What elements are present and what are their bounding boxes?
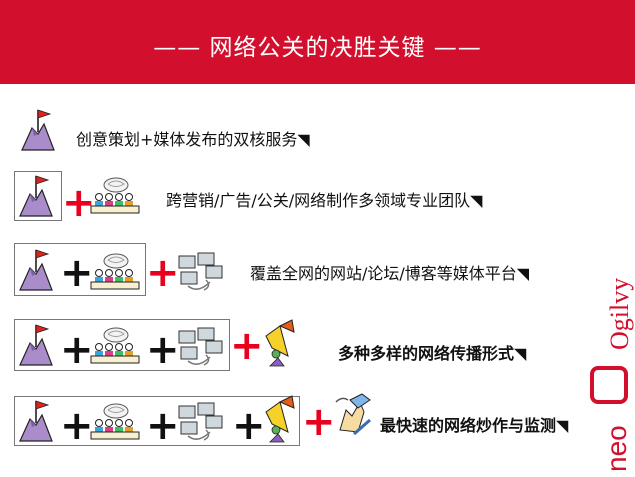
meeting-team-icon [90,177,140,214]
neo-wordmark: neo [601,425,632,472]
row-1-label: 创意策划+媒体发布的双核服务◥ [76,130,310,149]
row-5-frame [14,396,300,446]
row-2-label: 跨营销/广告/公关/网络制作多领域专业团队◥ [166,191,483,210]
plus-sign: + [60,327,94,373]
meeting-team-icon [90,253,140,290]
mountain-flag-icon [19,400,53,442]
plus-sign: + [232,403,266,449]
mountain-flag-icon [21,109,55,151]
mountain-flag-icon [19,324,53,366]
meeting-team-icon [90,327,140,364]
plus-sign: + [60,250,94,296]
neo-ogilvy-logo: Ogilvy neo [590,278,634,472]
mountain-flag-icon [19,249,53,291]
megaphone-icon [265,319,295,367]
row-4-label: 多种多样的网络传播形式◥ [338,344,527,363]
plus-sign: + [146,327,180,373]
network-computers-icon [178,252,223,291]
hand-signal-icon [334,392,372,436]
row-5-label: 最快速的网络炒作与监测◥ [380,416,569,435]
logo-box [590,366,628,404]
plus-sign: + [62,180,96,226]
row-3-label: 覆盖全网的网站/论坛/博客等媒体平台◥ [250,264,530,283]
slide-title: —— 网络公关的决胜关键 —— [153,35,482,61]
network-computers-icon [178,402,223,441]
mountain-flag-icon [19,175,53,217]
network-computers-icon [178,327,223,366]
meeting-team-icon [90,403,140,440]
plus-sign: + [146,403,180,449]
plus-sign: + [60,403,94,449]
megaphone-icon [265,395,295,443]
plus-sign: + [302,399,336,445]
ogilvy-wordmark: Ogilvy [605,278,634,350]
title-banner [0,0,635,84]
plus-sign: + [146,250,180,296]
plus-sign: + [230,323,264,369]
